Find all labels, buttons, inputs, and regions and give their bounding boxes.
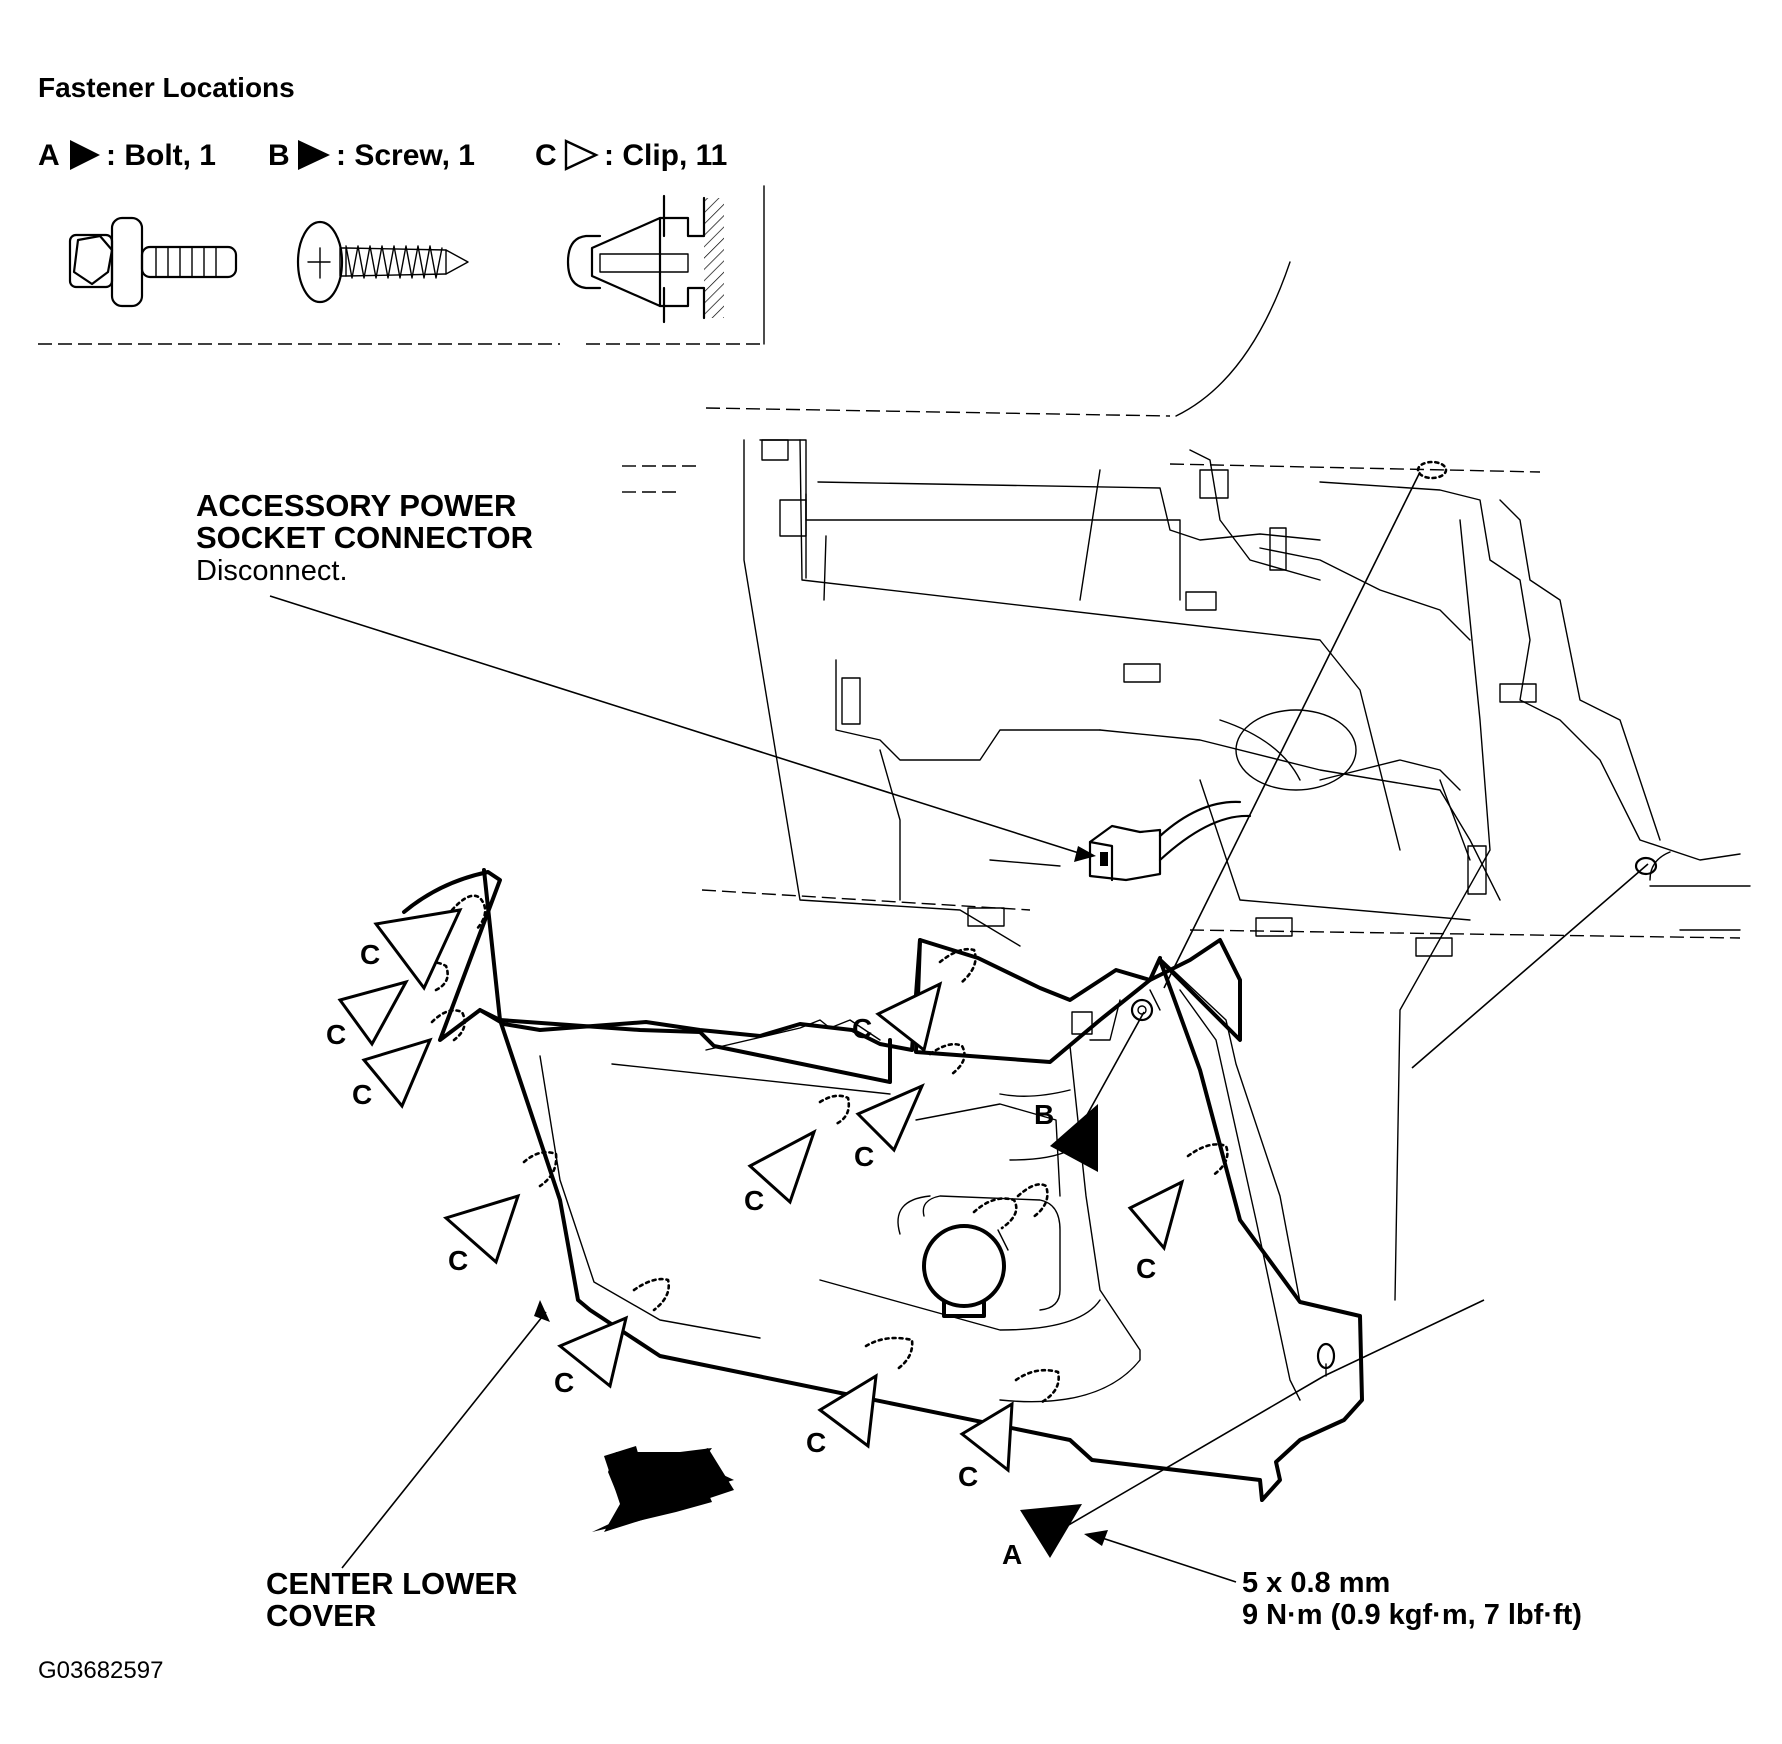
legend-clip-text: : Clip, 11 <box>604 139 727 172</box>
leader-lines <box>269 460 1658 1583</box>
center-lower-cover-panel <box>402 868 1364 1502</box>
label-clip-8: C <box>1136 1253 1156 1284</box>
solid-fastener-arrows <box>1020 1104 1098 1558</box>
screw-solid-arrow-icon <box>298 140 330 170</box>
torque-spec-line2: 9 N·m (0.9 kgf·m, 7 lbf·ft) <box>1242 1599 1582 1631</box>
legend-item-screw: B : Screw, 1 <box>268 139 475 172</box>
label-clip-1: C <box>360 939 380 970</box>
legend-item-clip: C : Clip, 11 <box>535 139 727 172</box>
label-screw-b: B <box>1034 1099 1054 1130</box>
legend-bolt-letter: A <box>38 139 60 172</box>
accessory-label-line2: SOCKET CONNECTOR <box>196 520 533 555</box>
bolt-arrow-a <box>1020 1504 1082 1558</box>
dashboard-background-structure <box>622 261 1751 1301</box>
label-clip-7: C <box>448 1245 468 1276</box>
clip-arrow-5 <box>855 1083 925 1153</box>
clip-arrow-10 <box>817 1373 878 1449</box>
accessory-label-line1: ACCESSORY POWER <box>196 488 516 523</box>
clip-arrow-6 <box>747 1128 817 1205</box>
label-bolt-a: A <box>1002 1539 1022 1570</box>
legend-clip-letter: C <box>535 139 557 172</box>
legend-title: Fastener Locations <box>38 72 295 103</box>
removal-direction-arrow-body-icon <box>604 1446 734 1532</box>
clip-icon <box>566 194 724 324</box>
label-clip-10: C <box>806 1427 826 1458</box>
label-clip-6: C <box>744 1185 764 1216</box>
fastener-legend: Fastener Locations A : Bolt, 1 B : Screw… <box>38 72 765 345</box>
bolt-solid-arrow-icon <box>70 140 100 170</box>
legend-screw-letter: B <box>268 139 290 172</box>
clip-arrow-11 <box>959 1401 1014 1473</box>
legend-bolt-text: : Bolt, 1 <box>106 139 216 172</box>
label-clip-11: C <box>958 1461 978 1492</box>
screw-arrow-b <box>1050 1104 1098 1172</box>
clip-open-arrow-icon <box>564 139 599 171</box>
center-cover-label-line2: COVER <box>266 1598 376 1633</box>
clip-arrow-2 <box>337 979 410 1047</box>
label-clip-3: C <box>352 1079 372 1110</box>
clip-arrow-8 <box>1127 1179 1185 1252</box>
bolt-icon <box>68 216 238 308</box>
callout-text: ACCESSORY POWER SOCKET CONNECTOR Disconn… <box>38 488 1582 1684</box>
center-cover-label-line1: CENTER LOWER <box>266 1566 517 1601</box>
label-clip-4: C <box>852 1013 872 1044</box>
fastener-letter-labels: A B C C C C C C C C C C C <box>326 939 1156 1570</box>
label-clip-2: C <box>326 1019 346 1050</box>
hidden-clip-outlines <box>416 894 1229 1404</box>
clip-arrow-1 <box>373 908 463 991</box>
accessory-label-line3: Disconnect. <box>196 555 348 587</box>
clip-arrow-4 <box>875 981 943 1053</box>
torque-spec-line1: 5 x 0.8 mm <box>1242 1567 1390 1599</box>
figure-id: G03682597 <box>38 1657 163 1684</box>
clip-arrow-7 <box>442 1193 521 1265</box>
label-clip-5: C <box>854 1141 874 1172</box>
clip-arrow-3 <box>361 1037 433 1109</box>
legend-item-bolt: A : Bolt, 1 <box>38 139 216 172</box>
clip-arrows <box>337 908 1185 1473</box>
screw-icon <box>296 220 469 304</box>
clip-arrow-9 <box>557 1315 629 1389</box>
label-clip-9: C <box>554 1367 574 1398</box>
accessory-power-socket-connector <box>1088 800 1252 882</box>
legend-screw-text: : Screw, 1 <box>336 139 475 172</box>
